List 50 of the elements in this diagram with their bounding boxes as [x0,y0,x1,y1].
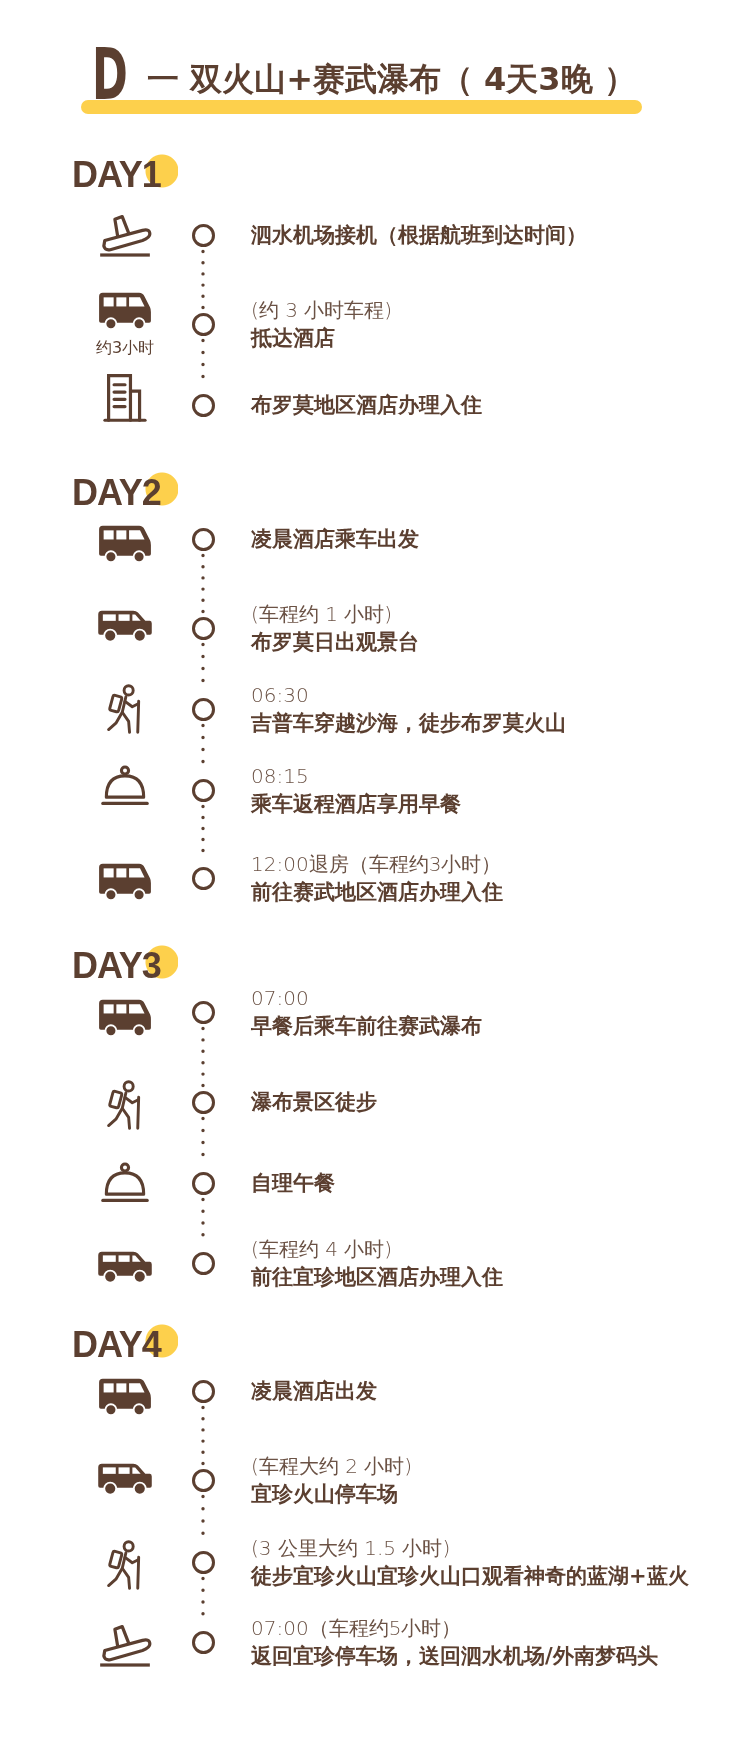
timeline-circle [191,1171,215,1195]
step-detail: (车程大约 2 小时) [251,1453,413,1480]
timeline-circle [191,1379,215,1403]
step-detail: (约 3 小时车程) [251,297,393,324]
timeline-circle [191,1468,215,1492]
dotted-connector [201,1405,205,1466]
step-detail: 06:30 [251,682,309,709]
step-detail: (车程约 4 小时) [251,1236,393,1263]
step-title: 吉普车穿越沙海，徒步布罗莫火山 [251,710,566,737]
step-detail: 08:15 [251,763,309,790]
dotted-connector [201,553,205,614]
step-detail: (车程约 1 小时) [251,601,393,628]
step-title: 前往宜珍地区酒店办理入住 [251,1264,503,1291]
step-detail: 12:00退房（车程约3小时） [251,851,502,878]
timeline-circle [191,527,215,551]
step-title: 布罗莫日出观景台 [251,629,419,656]
step-title: 布罗莫地区酒店办理入住 [251,392,482,419]
step-title: 前往赛武地区酒店办理入住 [251,879,503,906]
step-title: 泗水机场接机（根据航班到达时间） [251,222,587,249]
step-title: 抵达酒店 [251,325,335,352]
timeline-circle [191,312,215,336]
dotted-connector [201,1026,205,1088]
timeline-circle [191,223,215,247]
timeline-circle [191,1630,215,1654]
step-detail: (3 公里大约 1.5 小时) [251,1535,451,1562]
step-detail: 07:00（车程约5小时） [251,1615,462,1642]
timeline-circle [191,778,215,802]
step-title: 凌晨酒店乘车出发 [251,526,419,553]
timeline-circle [191,1000,215,1024]
timeline-circle [191,1550,215,1574]
timeline-circle [191,1251,215,1275]
step-title: 自理午餐 [251,1170,335,1197]
timeline-circle [191,1090,215,1114]
timeline-circle [191,616,215,640]
title-mark: D [92,44,128,104]
timeline-circle [191,697,215,721]
timeline-circle [191,393,215,417]
step-title: 凌晨酒店出发 [251,1378,377,1405]
timeline-circle [191,866,215,890]
step-title: 宜珍火山停车场 [251,1481,398,1508]
page-title: 一 双火山+赛武瀑布（ 4天3晚 ） [147,60,636,98]
step-detail: 07:00 [251,985,309,1012]
step-title: 返回宜珍停车场，送回泗水机场/外南梦码头 [251,1643,658,1670]
step-title: 早餐后乘车前往赛武瀑布 [251,1013,482,1040]
duration-note: 约3小时 [95,338,155,358]
step-title: 乘车返程酒店享用早餐 [251,791,461,818]
step-title: 瀑布景区徒步 [251,1089,377,1116]
dotted-connector [201,249,205,310]
step-title: 徒步宜珍火山宜珍火山口观看神奇的蓝湖+蓝火 [251,1563,689,1590]
title-underline [81,100,642,114]
